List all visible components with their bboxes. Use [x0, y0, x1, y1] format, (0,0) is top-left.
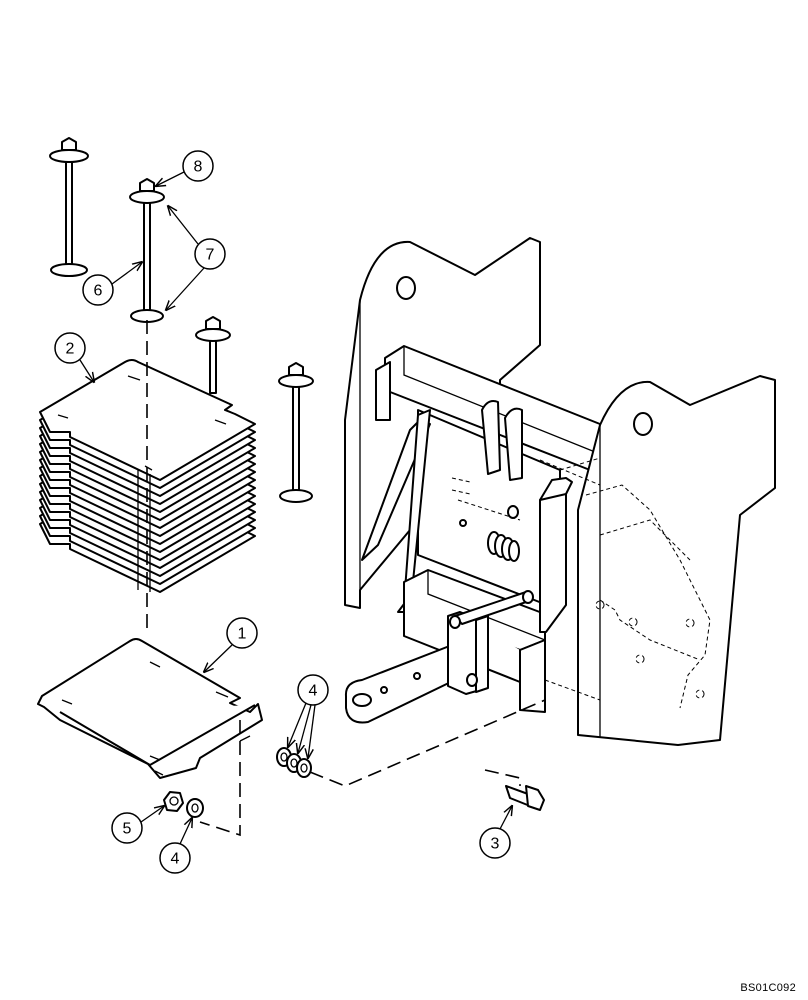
bolt-small [505, 785, 545, 811]
center-lines [146, 320, 546, 837]
callout-6: 6 [82, 262, 142, 306]
bolt-left [49, 137, 89, 277]
svg-text:4: 4 [171, 851, 180, 868]
callout-5: 5 [111, 806, 164, 844]
bolt-right [278, 362, 314, 503]
bolt-rear [195, 316, 231, 394]
callout-4-lower: 4 [159, 818, 192, 874]
svg-text:2: 2 [66, 341, 75, 358]
bolt-center [129, 178, 165, 323]
callout-7: 7 [166, 206, 226, 310]
nut [163, 791, 184, 812]
svg-text:1: 1 [238, 626, 247, 643]
callout-8: 8 [156, 150, 214, 186]
svg-text:3: 3 [491, 836, 500, 853]
hitch-frame [344, 237, 776, 746]
callout-4-upper: 4 [288, 674, 329, 758]
callout-1: 1 [204, 617, 258, 672]
mounting-plate [37, 638, 263, 779]
svg-text:8: 8 [194, 159, 203, 176]
svg-text:5: 5 [123, 821, 132, 838]
callout-3: 3 [479, 806, 512, 859]
drawing-code: BS01C092 [740, 982, 796, 994]
lock-washer [186, 798, 204, 818]
washers-group [276, 747, 312, 778]
callout-2: 2 [54, 332, 94, 382]
svg-text:6: 6 [94, 283, 103, 300]
svg-text:7: 7 [206, 247, 215, 264]
svg-text:4: 4 [309, 683, 318, 700]
